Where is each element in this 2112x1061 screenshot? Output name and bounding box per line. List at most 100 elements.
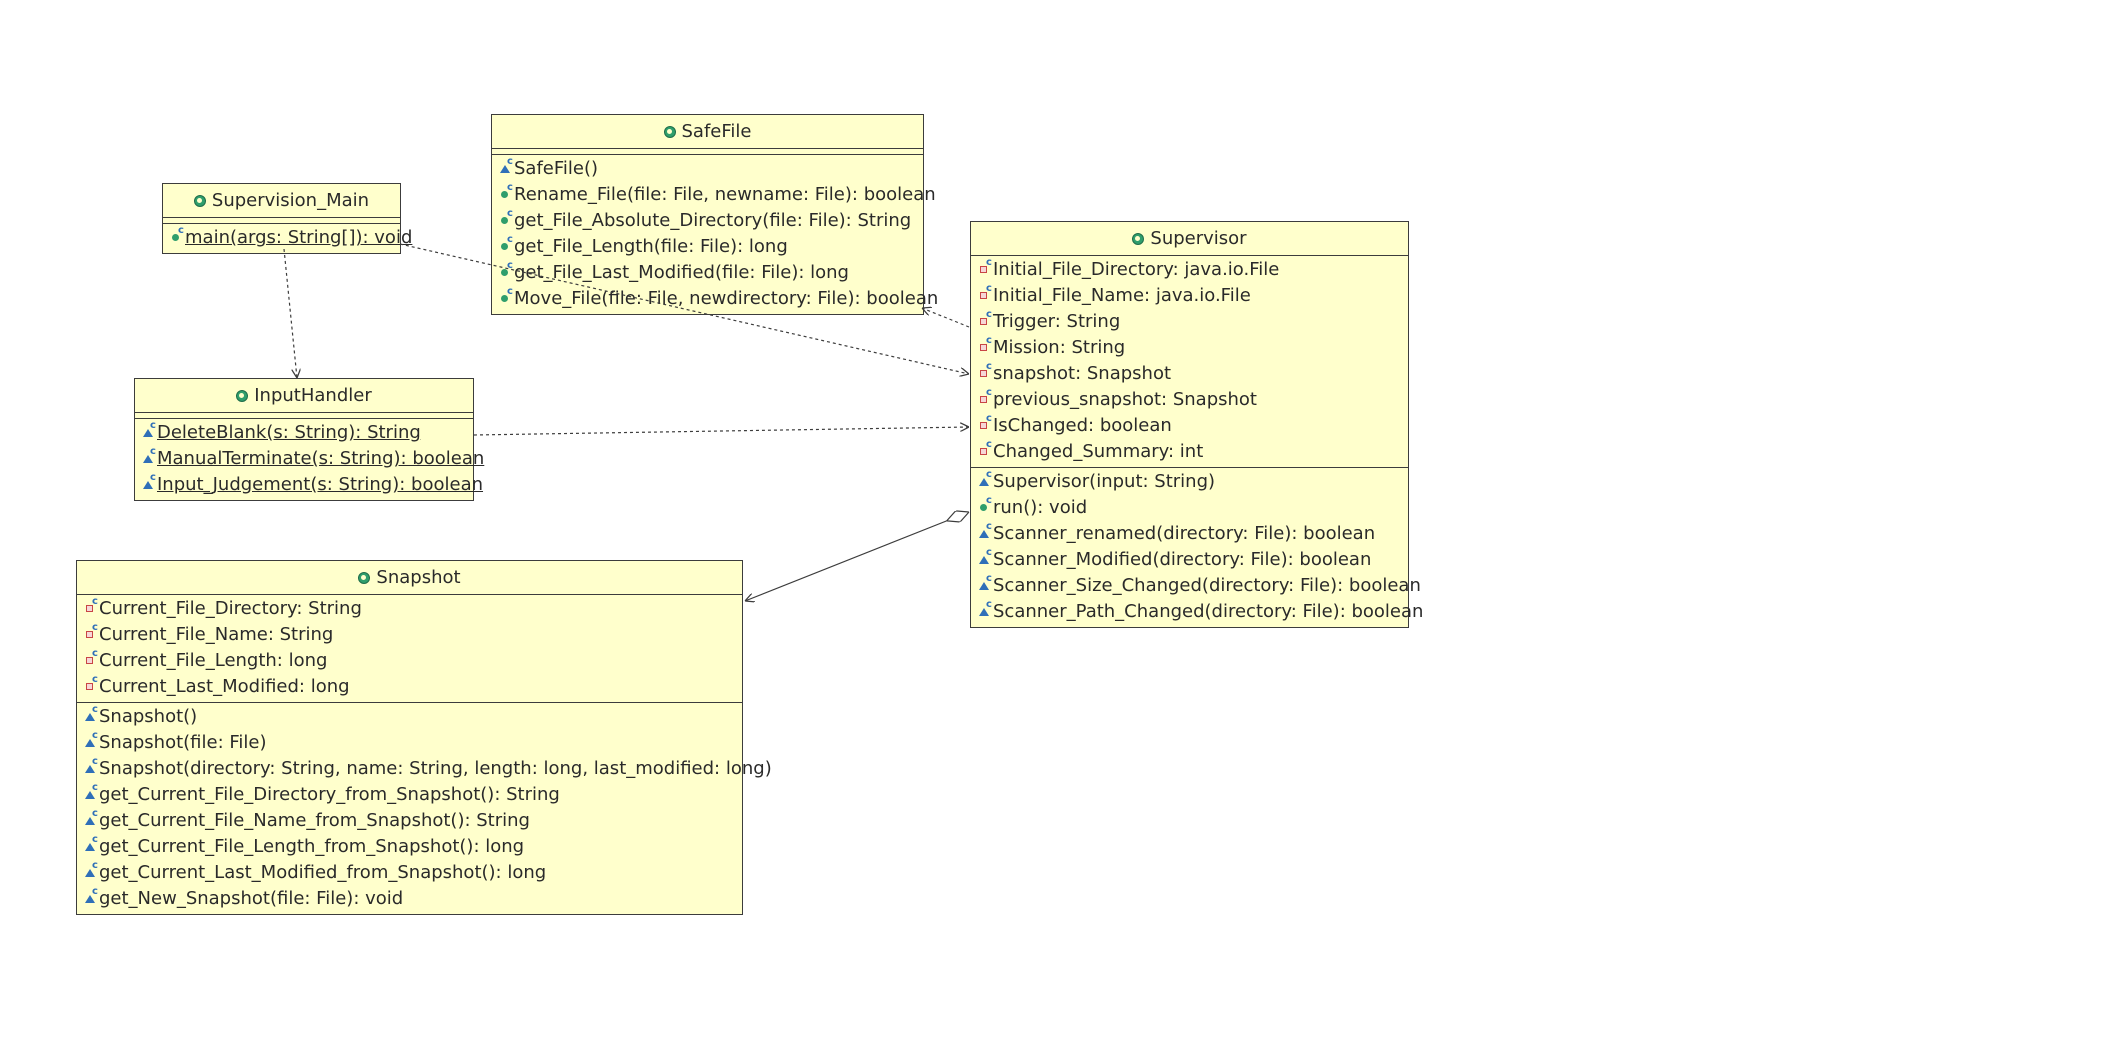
constructor-icon: c (986, 309, 992, 320)
constructor-icon: c (178, 225, 184, 236)
private-visibility-icon: c (979, 388, 992, 407)
dependency-main-to-inputhandler (283, 248, 297, 378)
member-signature: get_Current_File_Length_from_Snapshot():… (99, 836, 525, 857)
aggregation-supervisor-snapshot (745, 512, 969, 601)
member-signature: Initial_File_Directory: java.io.File (993, 259, 1280, 280)
constructor-icon: c (986, 469, 992, 480)
constructor-icon: c (92, 596, 98, 607)
member-signature: get_Current_File_Directory_from_Snapshot… (99, 784, 560, 805)
public-visibility-icon: c (500, 261, 513, 280)
class-header: Snapshot (77, 561, 742, 595)
constructor-icon: c (92, 622, 98, 633)
member-signature: Snapshot() (99, 706, 198, 727)
constructor-icon: c (986, 599, 992, 610)
private-visibility-icon: c (979, 362, 992, 381)
member-signature: get_Current_File_Name_from_Snapshot(): S… (99, 810, 530, 831)
member-signature: get_File_Last_Modified(file: File): long (514, 262, 849, 283)
constructor-icon: c (92, 730, 98, 741)
member-signature: Move_File(file: File, newdirectory: File… (514, 288, 939, 309)
member-signature: Snapshot(file: File) (99, 732, 267, 753)
package-visibility-icon: c (85, 783, 98, 802)
package-visibility-icon: c (85, 887, 98, 906)
class-icon (1132, 232, 1145, 245)
member-signature: main(args: String[]): void (185, 227, 413, 248)
class-icon (236, 389, 249, 402)
package-visibility-icon: c (979, 470, 992, 489)
package-visibility-icon: c (979, 548, 992, 567)
class-name: Supervisor (1150, 228, 1247, 249)
constructor-icon: c (507, 234, 513, 245)
member-signature: Scanner_Modified(directory: File): boole… (993, 549, 1372, 570)
package-visibility-icon: c (85, 835, 98, 854)
constructor-icon: c (92, 704, 98, 715)
constructor-icon: c (986, 413, 992, 424)
package-visibility-icon: c (85, 705, 98, 724)
public-visibility-icon: c (171, 226, 184, 245)
member-signature: Mission: String (993, 337, 1126, 358)
constructor-icon: c (92, 860, 98, 871)
member-signature: get_File_Length(file: File): long (514, 236, 788, 257)
constructor-icon: c (92, 886, 98, 897)
public-visibility-icon: c (979, 496, 992, 515)
package-visibility-icon: c (143, 447, 156, 466)
private-visibility-icon: c (979, 284, 992, 303)
class-icon (193, 194, 206, 207)
member-signature: Scanner_Size_Changed(directory: File): b… (993, 575, 1421, 596)
private-visibility-icon: c (979, 440, 992, 459)
private-visibility-icon: c (85, 649, 98, 668)
member-signature: run(): void (993, 497, 1088, 518)
package-visibility-icon: c (85, 731, 98, 750)
constructor-icon: c (986, 573, 992, 584)
constructor-icon: c (507, 182, 513, 193)
member-signature: get_Current_Last_Modified_from_Snapshot(… (99, 862, 547, 883)
constructor-icon: c (986, 547, 992, 558)
package-visibility-icon: c (143, 421, 156, 440)
constructor-icon: c (92, 808, 98, 819)
member-signature: IsChanged: boolean (993, 415, 1172, 436)
package-visibility-icon: c (979, 600, 992, 619)
